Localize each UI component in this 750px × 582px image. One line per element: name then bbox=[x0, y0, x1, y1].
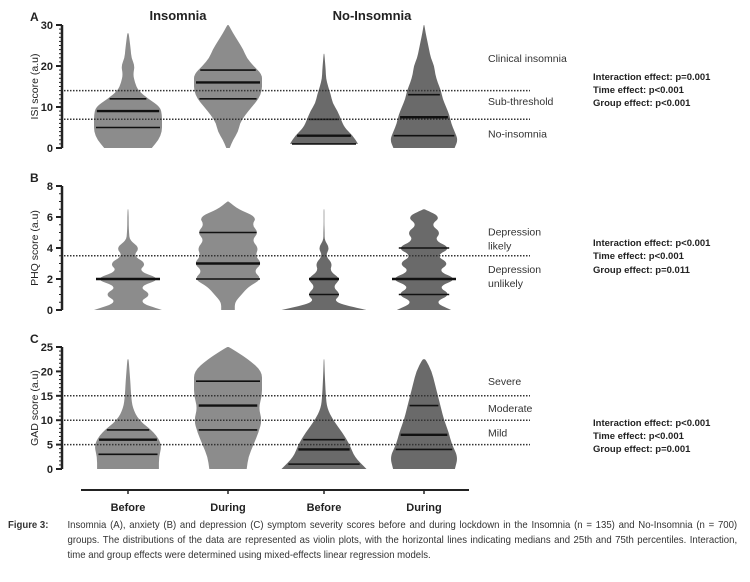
y-tick-label: 10 bbox=[41, 415, 53, 427]
violin-insomnia-during bbox=[194, 347, 262, 469]
effect-stat: Interaction effect: p<0.001 bbox=[593, 238, 711, 249]
y-tick-label: 0 bbox=[47, 143, 53, 155]
effect-stat: Group effect: p<0.001 bbox=[593, 98, 691, 109]
violin-no-insomnia-during bbox=[395, 209, 453, 310]
y-tick-label: 25 bbox=[41, 342, 53, 354]
violin-no-insomnia-before bbox=[290, 53, 358, 144]
zone-label: No-insomnia bbox=[488, 129, 547, 141]
violin-no-insomnia-during bbox=[391, 359, 457, 469]
y-tick-label: 4 bbox=[47, 243, 54, 255]
panel-letter: A bbox=[30, 10, 39, 24]
group-title-no-insomnia: No-Insomnia bbox=[333, 8, 412, 23]
effect-stat: Group effect: p=0.001 bbox=[593, 444, 691, 455]
y-tick-label: 2 bbox=[47, 274, 53, 286]
group-title-insomnia: Insomnia bbox=[149, 8, 207, 23]
y-tick-label: 0 bbox=[47, 464, 53, 476]
y-axis-label: GAD score (a.u) bbox=[29, 370, 41, 446]
y-tick-label: 20 bbox=[41, 61, 53, 73]
zone-label: likely bbox=[488, 241, 512, 253]
x-tick-label-before: Before bbox=[111, 502, 146, 514]
x-tick-label-during: During bbox=[406, 502, 441, 514]
violin-no-insomnia-before bbox=[281, 209, 367, 310]
x-tick-label-during: During bbox=[210, 502, 245, 514]
y-axis-label: ISI score (a.u) bbox=[29, 54, 41, 120]
violin-insomnia-during bbox=[195, 201, 261, 310]
figure-caption: Figure 3: Insomnia (A), anxiety (B) and … bbox=[8, 518, 737, 563]
zone-label: Clinical insomnia bbox=[488, 53, 567, 65]
y-tick-label: 20 bbox=[41, 366, 53, 378]
violin-insomnia-during bbox=[194, 25, 262, 148]
effect-stat: Time effect: p<0.001 bbox=[593, 251, 685, 262]
effect-stat: Time effect: p<0.001 bbox=[593, 431, 685, 442]
y-tick-label: 5 bbox=[47, 440, 53, 452]
panel-letter: B bbox=[30, 171, 39, 185]
effect-stat: Group effect: p=0.011 bbox=[593, 265, 691, 276]
effect-stat: Interaction effect: p=0.001 bbox=[593, 72, 711, 83]
zone-label: Severe bbox=[488, 376, 521, 388]
violin-no-insomnia-before bbox=[281, 359, 367, 469]
zone-label: Moderate bbox=[488, 403, 533, 415]
y-tick-label: 15 bbox=[41, 391, 53, 403]
violin-insomnia-before bbox=[95, 359, 161, 469]
y-tick-label: 6 bbox=[47, 212, 53, 224]
violin-insomnia-before bbox=[94, 209, 162, 310]
y-tick-label: 0 bbox=[47, 305, 53, 317]
panel-letter: C bbox=[30, 332, 39, 346]
y-axis-label: PHQ score (a.u) bbox=[29, 210, 41, 286]
violin-no-insomnia-during bbox=[390, 25, 458, 148]
zone-label: Mild bbox=[488, 427, 507, 439]
effect-stat: Interaction effect: p<0.001 bbox=[593, 418, 711, 429]
y-tick-label: 30 bbox=[41, 20, 53, 32]
zone-label: unlikely bbox=[488, 278, 524, 290]
y-tick-label: 8 bbox=[47, 181, 53, 193]
caption-text: Insomnia (A), anxiety (B) and depression… bbox=[67, 520, 738, 561]
caption-label: Figure 3: bbox=[8, 520, 49, 531]
zone-label: Depression bbox=[488, 227, 541, 239]
zone-label: Depression bbox=[488, 264, 541, 276]
zone-label: Sub-threshold bbox=[488, 96, 554, 108]
x-tick-label-before: Before bbox=[307, 502, 342, 514]
effect-stat: Time effect: p<0.001 bbox=[593, 85, 685, 96]
y-tick-label: 10 bbox=[41, 102, 53, 114]
